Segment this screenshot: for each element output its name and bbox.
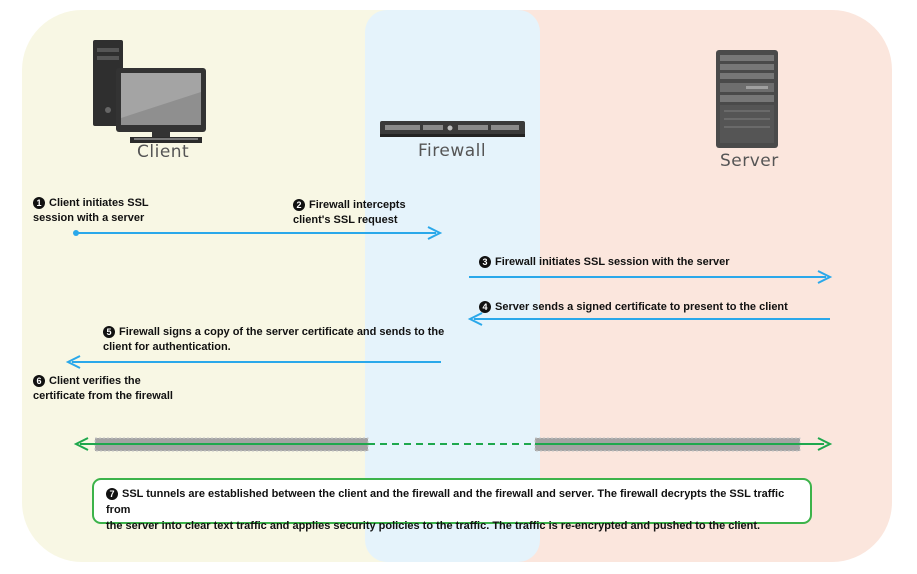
step-1-number: 1 xyxy=(33,197,45,209)
server-zone xyxy=(492,10,892,562)
server-tower-icon xyxy=(716,50,778,148)
ssl-tunnel xyxy=(73,437,833,452)
firewall-appliance-icon xyxy=(380,121,525,137)
arrow-firewall-to-server xyxy=(469,270,833,284)
firewall-label: Firewall xyxy=(418,141,487,161)
server-label: Server xyxy=(720,151,779,171)
arrow-firewall-to-client xyxy=(65,355,441,369)
client-label: Client xyxy=(137,142,190,162)
step-7-number: 7 xyxy=(106,488,118,500)
arrow-client-to-firewall xyxy=(73,226,443,240)
desktop-computer-icon xyxy=(93,40,206,143)
step-3-number: 3 xyxy=(479,256,491,268)
summary-line-1: SSL tunnels are established between the … xyxy=(106,488,785,516)
arrow-server-to-firewall xyxy=(467,312,830,326)
step-4-number: 4 xyxy=(479,301,491,313)
step-2-number: 2 xyxy=(293,199,305,211)
summary-line-2: the server into clear text traffic and a… xyxy=(106,519,761,532)
step-6-number: 6 xyxy=(33,375,45,387)
step-5-number: 5 xyxy=(103,326,115,338)
firewall-zone xyxy=(365,10,540,562)
